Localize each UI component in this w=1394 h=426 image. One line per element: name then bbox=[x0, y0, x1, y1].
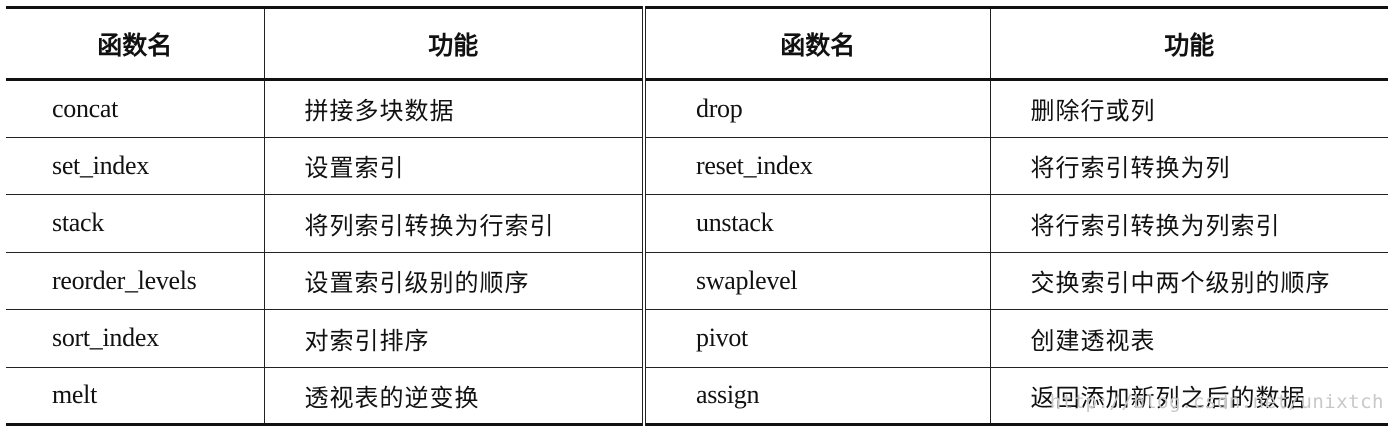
table-row: melt 透视表的逆变换 assign 返回添加新列之后的数据 bbox=[6, 367, 1388, 426]
table-row: sort_index 对索引排序 pivot 创建透视表 bbox=[6, 309, 1388, 368]
table-row: set_index 设置索引 reset_index 将行索引转换为列 bbox=[6, 137, 1388, 195]
function-desc-cell: 将行索引转换为列索引 bbox=[989, 194, 1388, 253]
function-desc-cell: 将列索引转换为行索引 bbox=[263, 194, 644, 253]
function-name-cell: reorder_levels bbox=[6, 252, 264, 310]
function-name-cell: set_index bbox=[6, 137, 264, 195]
function-desc-cell: 删除行或列 bbox=[989, 79, 1388, 138]
header-function-name-left: 函数名 bbox=[6, 6, 264, 81]
table-row: concat 拼接多块数据 drop 删除行或列 bbox=[6, 79, 1388, 138]
function-desc-cell: 设置索引级别的顺序 bbox=[263, 252, 644, 310]
function-name-cell: stack bbox=[6, 194, 264, 253]
function-name-cell: swaplevel bbox=[642, 252, 990, 310]
function-name-cell: sort_index bbox=[6, 309, 264, 368]
function-name-cell: drop bbox=[642, 79, 990, 138]
function-desc-cell: 返回添加新列之后的数据 bbox=[989, 367, 1388, 426]
function-name-cell: reset_index bbox=[642, 137, 990, 195]
table-row: stack 将列索引转换为行索引 unstack 将行索引转换为列索引 bbox=[6, 194, 1388, 253]
function-name-cell: assign bbox=[642, 367, 990, 426]
header-function-desc-left: 功能 bbox=[263, 6, 644, 81]
function-desc-cell: 对索引排序 bbox=[263, 309, 644, 368]
header-function-desc-right: 功能 bbox=[989, 6, 1388, 81]
function-desc-cell: 拼接多块数据 bbox=[263, 79, 644, 138]
function-name-cell: pivot bbox=[642, 309, 990, 368]
table-row: reorder_levels 设置索引级别的顺序 swaplevel 交换索引中… bbox=[6, 252, 1388, 310]
function-table: 函数名 功能 函数名 功能 concat 拼接多块数据 drop 删除行或列 s… bbox=[6, 6, 1388, 426]
function-name-cell: melt bbox=[6, 367, 264, 426]
watermark-text: http://blog.csdn.net/unixtch bbox=[1049, 391, 1384, 413]
function-desc-cell: 透视表的逆变换 bbox=[263, 367, 644, 426]
function-desc-cell: 将行索引转换为列 bbox=[989, 137, 1388, 195]
function-desc-cell: 设置索引 bbox=[263, 137, 644, 195]
function-desc-cell: 创建透视表 bbox=[989, 309, 1388, 368]
header-function-name-right: 函数名 bbox=[642, 6, 990, 81]
function-desc-cell: 交换索引中两个级别的顺序 bbox=[989, 252, 1388, 310]
function-table-container: 函数名 功能 函数名 功能 concat 拼接多块数据 drop 删除行或列 s… bbox=[6, 6, 1388, 426]
function-name-cell: unstack bbox=[642, 194, 990, 253]
function-name-cell: concat bbox=[6, 79, 264, 138]
table-header-row: 函数名 功能 函数名 功能 bbox=[6, 6, 1388, 81]
